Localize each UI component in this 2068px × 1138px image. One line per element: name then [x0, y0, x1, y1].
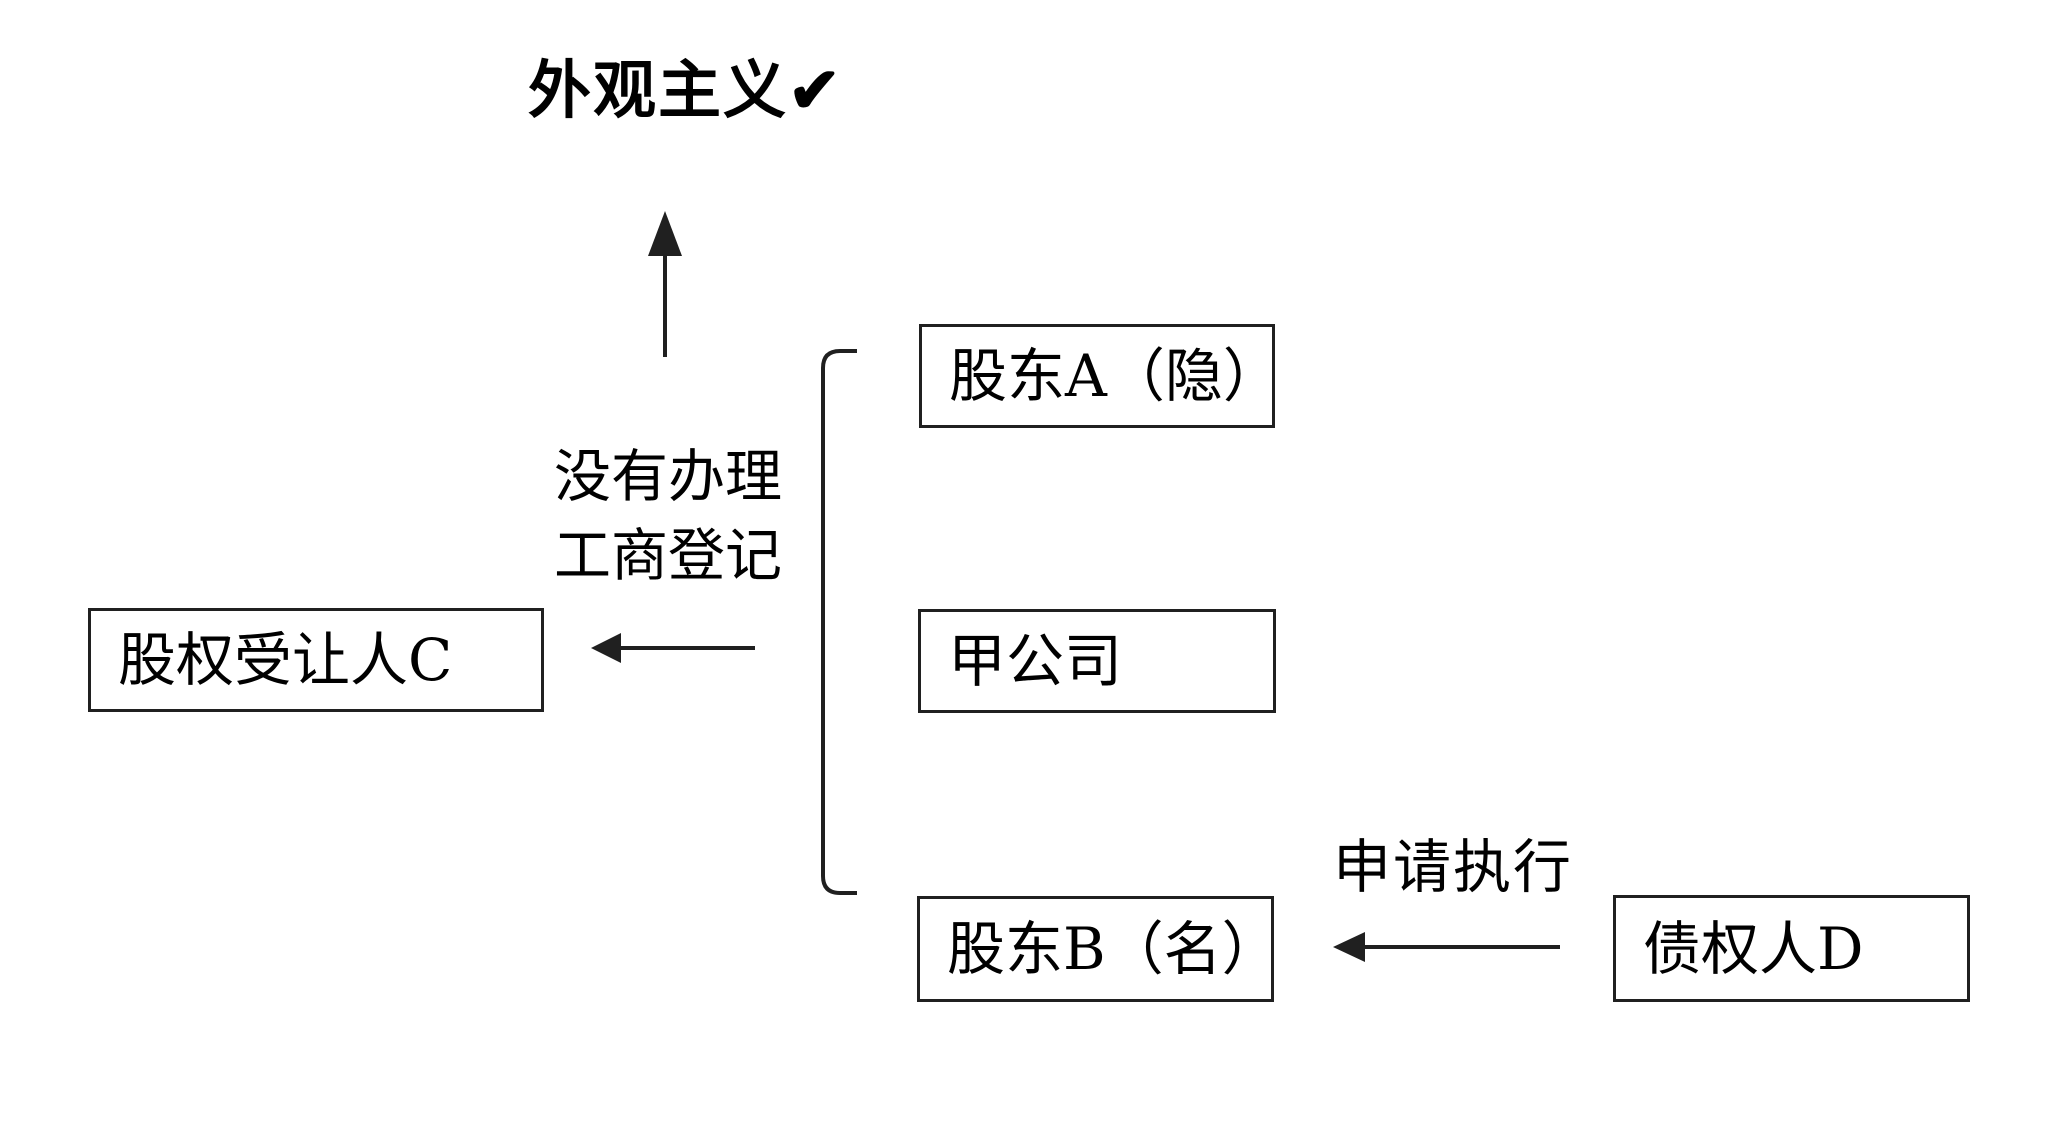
apply-execution-label: 申请执行 [1333, 833, 1574, 901]
grouping-bracket [821, 349, 857, 895]
box-shareholder-a-label: 股东A（隐） [949, 342, 1281, 410]
box-creditor-d-label: 债权人D [1643, 914, 1864, 983]
box-company-jia-label: 甲公司 [948, 627, 1123, 695]
box-transferee-c: 股权受让人C [88, 608, 544, 712]
up-arrow [648, 211, 682, 357]
title-label: 外观主义✔ [528, 53, 843, 127]
box-shareholder-b: 股东B（名） [917, 896, 1280, 1002]
box-shareholder-a: 股东A（隐） [919, 324, 1281, 428]
no-registration-label: 没有办理 工商登记 [554, 444, 782, 589]
arrow-to-transferee-c [591, 633, 755, 663]
box-company-jia: 甲公司 [918, 609, 1276, 713]
arrow-to-shareholder-b [1333, 932, 1560, 962]
box-transferee-c-label: 股权受让人C [118, 626, 453, 694]
box-creditor-d: 债权人D [1613, 895, 1970, 1002]
box-shareholder-b-label: 股东B（名） [947, 915, 1280, 983]
